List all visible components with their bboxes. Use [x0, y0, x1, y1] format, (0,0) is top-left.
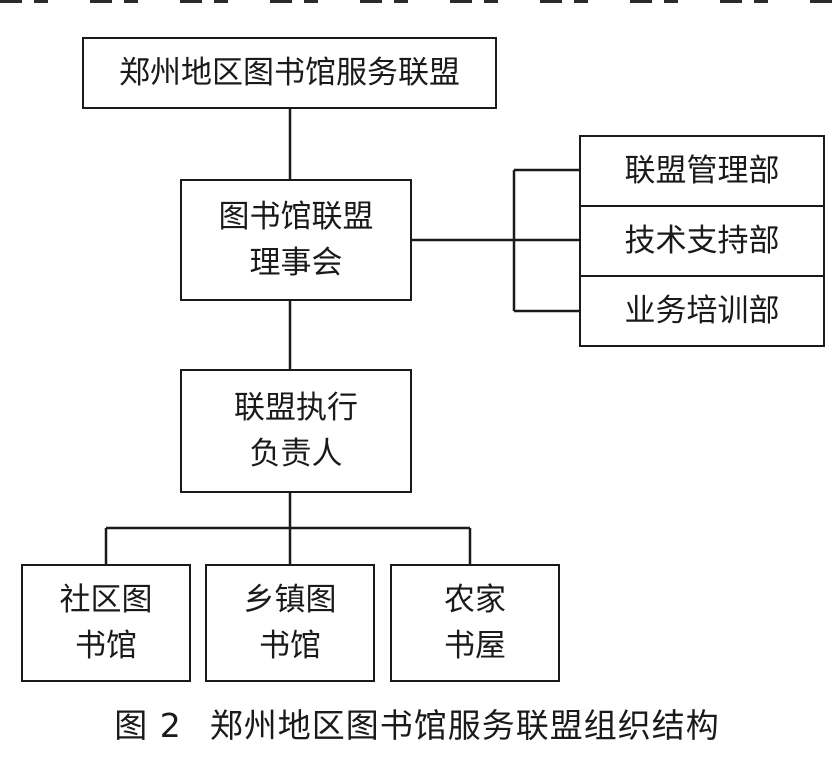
node-root: 郑州地区图书馆服务联盟	[82, 37, 497, 109]
figure-number: 图 2	[114, 706, 182, 745]
figure-title: 郑州地区图书馆服务联盟组织结构	[209, 706, 720, 745]
node-branch-farmhouse: 农家 书屋	[390, 564, 560, 682]
node-branch-township: 乡镇图 书馆	[205, 564, 375, 682]
node-dept-tech-support: 技术支持部	[579, 205, 825, 277]
node-council: 图书馆联盟 理事会	[180, 179, 412, 301]
node-dept-management: 联盟管理部	[579, 135, 825, 207]
node-executive: 联盟执行 负责人	[180, 369, 412, 493]
figure-caption: 图 2 郑州地区图书馆服务联盟组织结构	[0, 706, 834, 746]
node-dept-training: 业务培训部	[579, 275, 825, 347]
node-branch-community: 社区图 书馆	[21, 564, 191, 682]
cropped-text-strip	[0, 0, 834, 3]
